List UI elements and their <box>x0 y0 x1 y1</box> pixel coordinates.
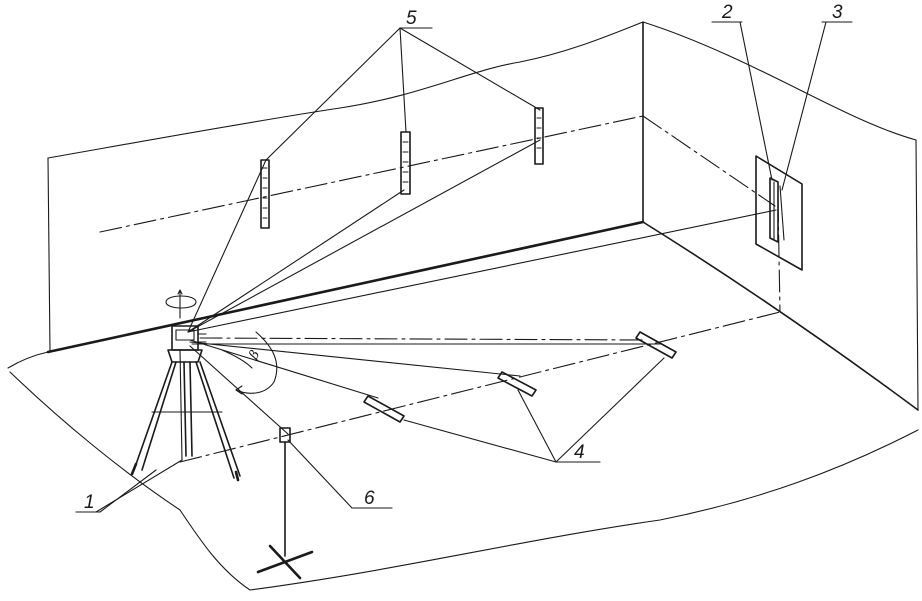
wall-rods <box>260 27 544 229</box>
wall-rod-middle <box>400 131 411 195</box>
room-outline <box>7 21 919 591</box>
callout-2: 2 <box>721 2 733 23</box>
floor-rulers <box>363 331 677 463</box>
callout-6: 6 <box>364 488 375 509</box>
wall-plate <box>755 155 803 271</box>
target-stand <box>256 427 393 580</box>
callout-5: 5 <box>406 8 417 29</box>
theodolite <box>75 289 278 513</box>
callout-1: 1 <box>84 492 95 513</box>
wall-rod-left <box>260 159 270 229</box>
reference-lines <box>95 115 781 513</box>
sight-lines <box>187 139 777 435</box>
callout-3: 3 <box>832 2 843 23</box>
floor-ruler-1 <box>363 395 405 423</box>
callout-4: 4 <box>574 442 585 463</box>
wall-scale <box>769 177 779 243</box>
floor-ruler-2 <box>497 371 537 397</box>
wall-rod-right <box>534 107 544 165</box>
floor-ruler-3 <box>635 331 677 359</box>
angle-symbol: β <box>246 348 263 363</box>
wall-plate-assembly <box>711 21 853 271</box>
